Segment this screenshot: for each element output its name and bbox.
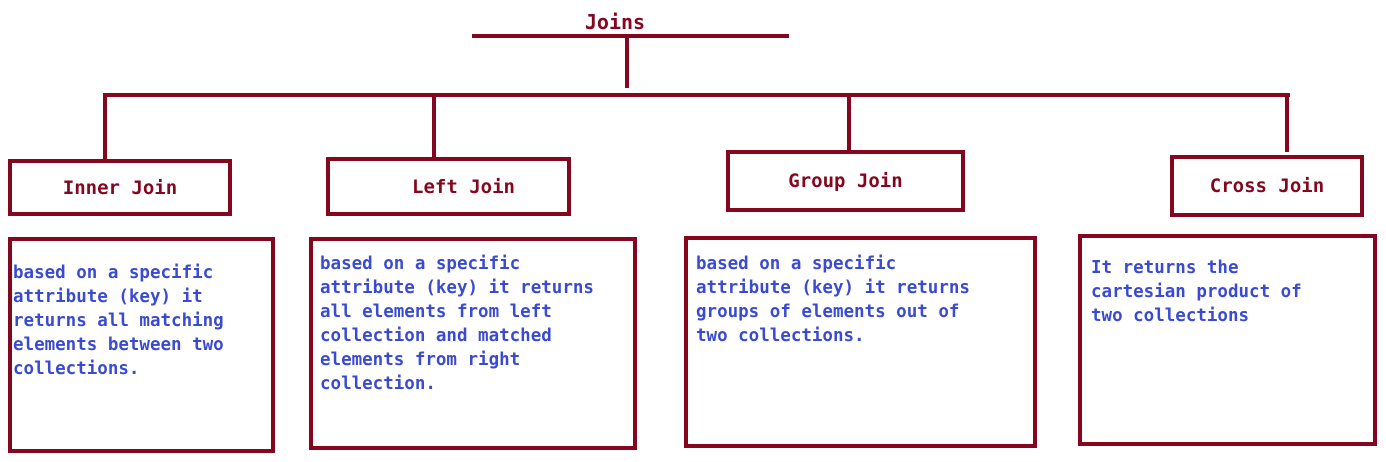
root-underline (472, 34, 789, 38)
branch-bar (103, 93, 1290, 97)
description-group-join: based on a specific attribute (key) it r… (684, 236, 1037, 448)
description-cross-join: It returns the cartesian product of two … (1078, 234, 1377, 446)
node-label: Left Join (412, 175, 515, 198)
branch-drop-cross (1285, 93, 1289, 152)
branch-drop-inner (103, 93, 107, 159)
branch-drop-left (432, 93, 436, 157)
node-cross-join: Cross Join (1170, 155, 1364, 217)
branch-drop-group (847, 93, 851, 150)
node-group-join: Group Join (726, 150, 965, 212)
node-left-join: Left Join (326, 157, 571, 216)
node-label: Inner Join (62, 176, 178, 199)
description-inner-join: based on a specific attribute (key) it r… (8, 237, 275, 453)
node-label: Group Join (788, 170, 903, 192)
diagram-title: Joins (584, 10, 646, 34)
description-left-join: based on a specific attribute (key) it r… (309, 237, 637, 450)
root-stem (625, 36, 629, 88)
node-inner-join: Inner Join (8, 159, 232, 216)
node-label: Cross Join (1209, 175, 1325, 197)
